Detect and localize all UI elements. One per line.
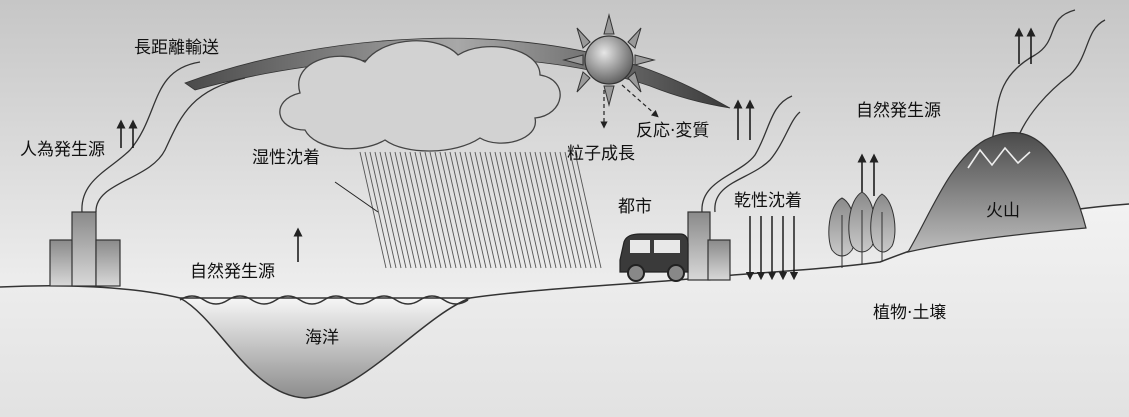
trees <box>828 191 896 268</box>
factory-left <box>49 211 121 287</box>
car <box>619 233 689 282</box>
wet-deposition-pointer <box>334 181 379 213</box>
emission-arrows <box>116 27 1036 262</box>
ocean-waves <box>179 295 469 305</box>
label-dry-deposition: 乾性沈着 <box>734 191 802 211</box>
volcano <box>906 132 1087 253</box>
label-city: 都市 <box>618 197 652 217</box>
label-particle-growth: 粒子成長 <box>567 144 635 164</box>
label-natural-source-lower: 自然発生源 <box>190 262 275 282</box>
label-ocean: 海洋 <box>305 328 339 348</box>
label-reaction-transformation: 反応·変質 <box>636 121 710 141</box>
label-volcano: 火山 <box>986 201 1020 221</box>
label-anthropogenic-source: 人為発生源 <box>20 140 105 160</box>
label-long-range-transport: 長距離輸送 <box>134 38 219 58</box>
smoke-plumes <box>81 9 1106 213</box>
label-wet-deposition: 湿性沈着 <box>252 148 320 168</box>
particle-growth-arrows <box>600 84 659 129</box>
ocean-basin <box>179 297 471 399</box>
label-natural-source-upper: 自然発生源 <box>856 101 941 121</box>
factory-city <box>687 211 731 281</box>
sun <box>562 13 656 107</box>
cloud <box>279 40 561 152</box>
label-vegetation-soil: 植物·土壌 <box>873 303 947 323</box>
rain-streaks <box>359 151 602 269</box>
dry-deposition-arrows <box>745 216 799 281</box>
